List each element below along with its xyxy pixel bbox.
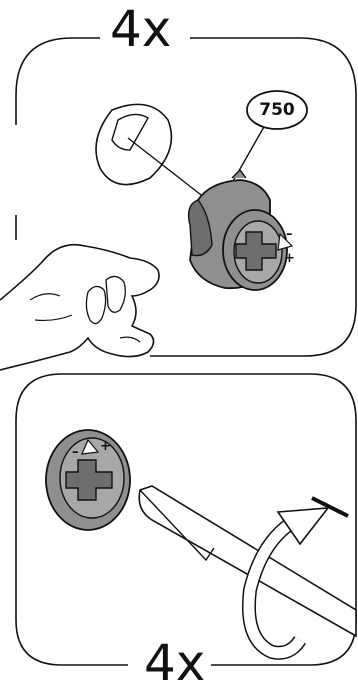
cam-minus-sign-bottom: – <box>72 446 79 459</box>
cam-lock-head-icon <box>46 430 130 530</box>
hole-icon <box>96 104 171 184</box>
quantity-label-bottom: 4x <box>138 638 211 688</box>
top-panel <box>0 38 356 370</box>
hand-icon <box>0 245 159 370</box>
part-number-label: 750 <box>248 93 306 127</box>
cam-plus-sign-bottom: + <box>100 440 111 453</box>
quantity-label-top: 4x <box>104 4 177 54</box>
cam-lock-fitting-icon <box>189 170 292 290</box>
cam-plus-sign-top: + <box>284 252 295 265</box>
bottom-panel <box>16 374 356 665</box>
cam-minus-sign-top: – <box>286 228 293 241</box>
